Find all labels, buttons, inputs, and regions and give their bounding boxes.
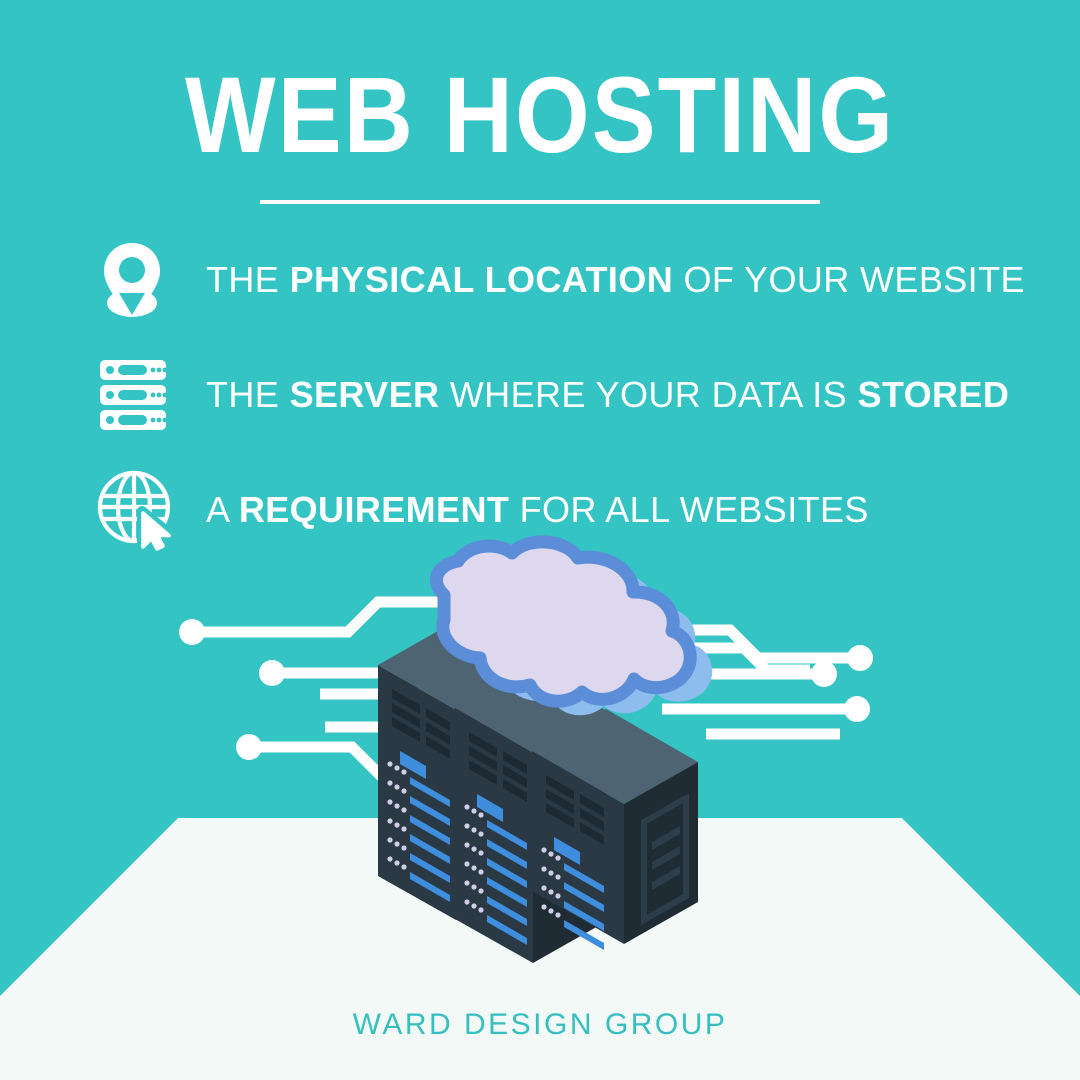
- bullet-text-prefix: THE: [206, 259, 290, 300]
- bullet-text-suffix: FOR ALL WEBSITES: [509, 489, 869, 530]
- server-rack-icon: [96, 352, 182, 438]
- page-title: WEB HOSTING: [185, 55, 895, 176]
- list-item: THE PHYSICAL LOCATION OF YOUR WEBSITE: [96, 228, 1026, 332]
- bullet-text-prefix: A: [206, 489, 239, 530]
- server-rack-middle: [455, 666, 607, 963]
- globe-cursor-icon: [96, 467, 182, 553]
- circuit-dots-left: [179, 619, 285, 760]
- circuit-dots-right: [811, 645, 873, 722]
- bullet-text-bold-2: STORED: [857, 374, 1010, 415]
- server-rack-left: [378, 623, 530, 920]
- footer: WARD DESIGN GROUP: [0, 1008, 1080, 1042]
- bullet-text-prefix: THE: [206, 374, 290, 415]
- title-divider: [260, 200, 820, 204]
- bullet-text-bold: REQUIREMENT: [238, 489, 510, 530]
- circuit-lines-right: [630, 624, 862, 740]
- list-item: THE SERVER WHERE YOUR DATA IS STORED: [96, 343, 1026, 447]
- feature-list: THE PHYSICAL LOCATION OF YOUR WEBSITE: [96, 228, 1026, 573]
- bullet-text-suffix: OF YOUR WEBSITE: [673, 259, 1025, 300]
- server-side-panel: [641, 792, 689, 926]
- list-item-label: THE SERVER WHERE YOUR DATA IS STORED: [206, 375, 1009, 415]
- bullet-text-bold: SERVER: [289, 374, 440, 415]
- bullet-text-bold: PHYSICAL LOCATION: [289, 259, 674, 300]
- title-block: WEB HOSTING: [0, 55, 1080, 204]
- list-item-label: THE PHYSICAL LOCATION OF YOUR WEBSITE: [206, 260, 1025, 300]
- list-item: A REQUIREMENT FOR ALL WEBSITES: [96, 458, 1026, 562]
- circuit-lines-left: [198, 596, 470, 791]
- location-pin-icon: [96, 237, 182, 323]
- server-rack-right: [532, 709, 698, 950]
- bullet-text-suffix: WHERE YOUR DATA IS: [439, 374, 858, 415]
- list-item-label: A REQUIREMENT FOR ALL WEBSITES: [206, 490, 869, 530]
- brand-name: WARD DESIGN GROUP: [352, 1008, 728, 1041]
